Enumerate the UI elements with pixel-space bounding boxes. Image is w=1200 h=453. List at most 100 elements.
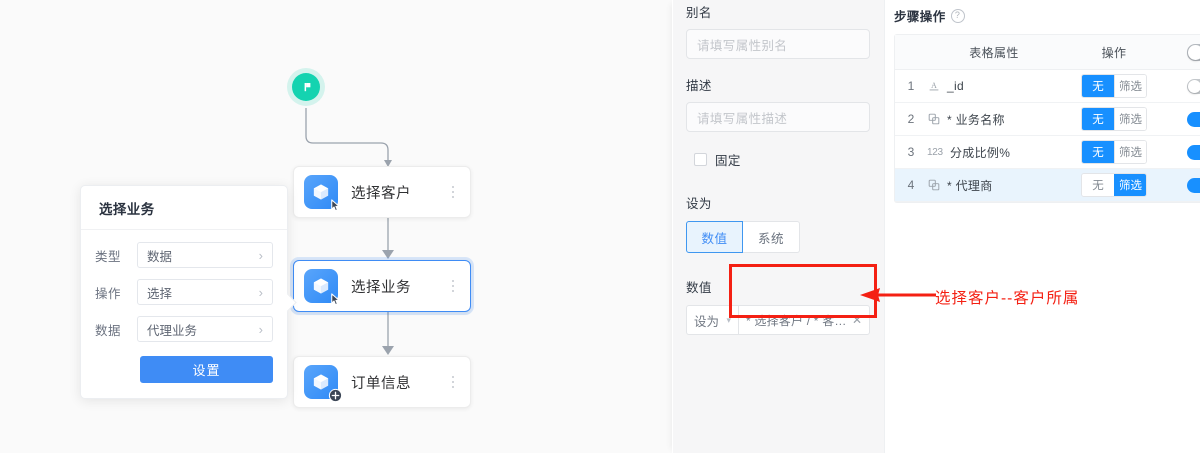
chevron-right-icon: › — [258, 321, 263, 337]
field-label: 操作 — [95, 286, 122, 301]
step-operations-panel: 步骤操作 ? 表格属性 操作 隐藏 1 — [884, 0, 1200, 453]
fixed-checkbox[interactable]: 固定 — [686, 150, 870, 169]
value-mode-select[interactable]: 设为 ▾ — [686, 305, 738, 335]
flow-node-select-business[interactable]: 选择业务 — [293, 260, 471, 312]
settings-submit-button[interactable]: 设置 — [140, 356, 273, 383]
cube-icon — [304, 365, 342, 402]
clear-icon[interactable]: ✕ — [851, 313, 862, 327]
row-visibility-toggle[interactable] — [1187, 111, 1200, 127]
chevron-down-icon: ▾ — [726, 314, 731, 325]
node-more-menu-icon[interactable] — [446, 372, 460, 392]
description-input[interactable]: 请填写属性描述 — [686, 102, 870, 132]
op-filter-button[interactable]: 筛选 — [1114, 108, 1146, 130]
alias-field-group: 别名 请填写属性别名 — [686, 0, 870, 59]
flow-node-select-customer[interactable]: 选择客户 — [293, 166, 471, 218]
row-toggle-cell — [1167, 144, 1200, 160]
question-mark-icon[interactable]: ? — [950, 8, 965, 23]
flow-node-label: 订单信息 — [351, 375, 411, 392]
row-attribute: * 代理商 — [927, 177, 1061, 194]
row-attribute-name: _id — [947, 79, 964, 93]
flow-node-label: 选择客户 — [351, 185, 411, 202]
field-row-operation: 操作 选择 › — [95, 279, 273, 305]
relation-type-icon — [927, 178, 945, 192]
header-toggle-wrap[interactable]: 隐藏 — [1187, 43, 1200, 61]
op-none-button[interactable]: 无 — [1082, 75, 1114, 97]
setas-option-value[interactable]: 数值 — [686, 221, 743, 253]
value-row: 设为 ▾ * 选择客户 / * 客… ✕ — [686, 305, 870, 335]
row-attribute-name: * 业务名称 — [947, 112, 1005, 127]
alias-input[interactable]: 请填写属性别名 — [686, 29, 870, 59]
step-operations-title: 步骤操作 — [894, 10, 946, 24]
chevron-right-icon: › — [258, 284, 263, 300]
table-header-row: 表格属性 操作 隐藏 — [895, 35, 1200, 70]
operation-segmented: 无 筛选 — [1081, 74, 1147, 98]
alias-placeholder: 请填写属性别名 — [697, 38, 788, 53]
annotation-text: 选择客户--客户所属 — [935, 290, 1080, 307]
table-row[interactable]: 3 123 分成比例% 无 筛选 — [895, 136, 1200, 169]
row-attribute-name: 分成比例% — [950, 145, 1011, 160]
node-more-menu-icon[interactable] — [446, 182, 460, 202]
header-toggle-cell: 隐藏 — [1167, 43, 1200, 61]
cursor-badge-icon — [327, 291, 343, 307]
op-filter-button[interactable]: 筛选 — [1114, 174, 1146, 196]
row-visibility-toggle[interactable] — [1187, 144, 1200, 160]
header-table-attribute: 表格属性 — [969, 45, 1019, 60]
field-label: 数据 — [95, 323, 122, 338]
flag-icon — [299, 80, 313, 94]
node-more-menu-icon[interactable] — [446, 276, 460, 296]
description-placeholder: 请填写属性描述 — [697, 111, 788, 126]
flow-node-order-info[interactable]: 订单信息 — [293, 356, 471, 408]
value-reference-field[interactable]: * 选择客户 / * 客… ✕ — [738, 305, 870, 335]
popover-title: 选择业务 — [81, 186, 287, 230]
row-visibility-toggle[interactable] — [1187, 177, 1200, 193]
op-none-button[interactable]: 无 — [1082, 108, 1114, 130]
row-attribute: 123 分成比例% — [927, 144, 1061, 161]
popover-body: 类型 数据 › 操作 选择 › 数据 代理业务 — [81, 230, 287, 398]
op-none-button[interactable]: 无 — [1082, 174, 1114, 196]
svg-text:A: A — [931, 81, 937, 90]
relation-type-icon — [927, 112, 945, 126]
setas-group: 设为 数值 系统 — [686, 193, 870, 253]
setas-segmented-control: 数值 系统 — [686, 221, 870, 253]
attributes-table: 表格属性 操作 隐藏 1 A — [894, 34, 1200, 203]
setas-label: 设为 — [686, 197, 712, 211]
number-type-icon: 123 — [927, 146, 943, 158]
row-operation: 无 筛选 — [1061, 74, 1167, 98]
table-row[interactable]: 1 A _id 无 筛选 — [895, 70, 1200, 103]
cube-icon — [304, 175, 340, 211]
flow-canvas[interactable]: 选择客户 选择业务 — [0, 0, 672, 453]
data-select-value: 代理业务 — [147, 323, 198, 338]
row-index: 4 — [907, 178, 915, 192]
op-none-button[interactable]: 无 — [1082, 141, 1114, 163]
header-master-toggle[interactable] — [1187, 43, 1200, 61]
data-select[interactable]: 代理业务 › — [137, 316, 273, 342]
description-field-group: 描述 请填写属性描述 — [686, 75, 870, 132]
value-label: 数值 — [686, 281, 712, 295]
plus-badge-icon — [327, 387, 343, 403]
node-config-popover: 选择业务 类型 数据 › 操作 选择 › 数据 — [80, 185, 297, 399]
checkbox-box-icon — [694, 153, 707, 166]
header-operation: 操作 — [1101, 45, 1127, 60]
alias-label: 别名 — [686, 6, 712, 20]
row-toggle-cell — [1167, 177, 1200, 193]
op-filter-button[interactable]: 筛选 — [1114, 75, 1146, 97]
start-node[interactable] — [292, 73, 320, 101]
row-operation: 无 筛选 — [1061, 173, 1167, 197]
row-attribute-name: * 代理商 — [947, 178, 993, 193]
text-type-icon: A — [927, 79, 945, 93]
type-select[interactable]: 数据 › — [137, 242, 273, 268]
description-label: 描述 — [686, 79, 712, 93]
setas-option-system[interactable]: 系统 — [743, 221, 800, 253]
op-filter-button[interactable]: 筛选 — [1114, 141, 1146, 163]
table-row[interactable]: 2 * 业务名称 无 筛选 — [895, 103, 1200, 136]
cursor-badge-icon — [327, 197, 343, 213]
row-index: 1 — [907, 79, 915, 93]
row-attribute: * 业务名称 — [927, 111, 1061, 128]
row-visibility-toggle[interactable] — [1187, 78, 1200, 94]
table-row[interactable]: 4 * 代理商 无 筛选 — [895, 169, 1200, 202]
operation-segmented: 无 筛选 — [1081, 107, 1147, 131]
row-operation: 无 筛选 — [1061, 140, 1167, 164]
cube-icon — [304, 269, 340, 305]
operation-select[interactable]: 选择 › — [137, 279, 273, 305]
